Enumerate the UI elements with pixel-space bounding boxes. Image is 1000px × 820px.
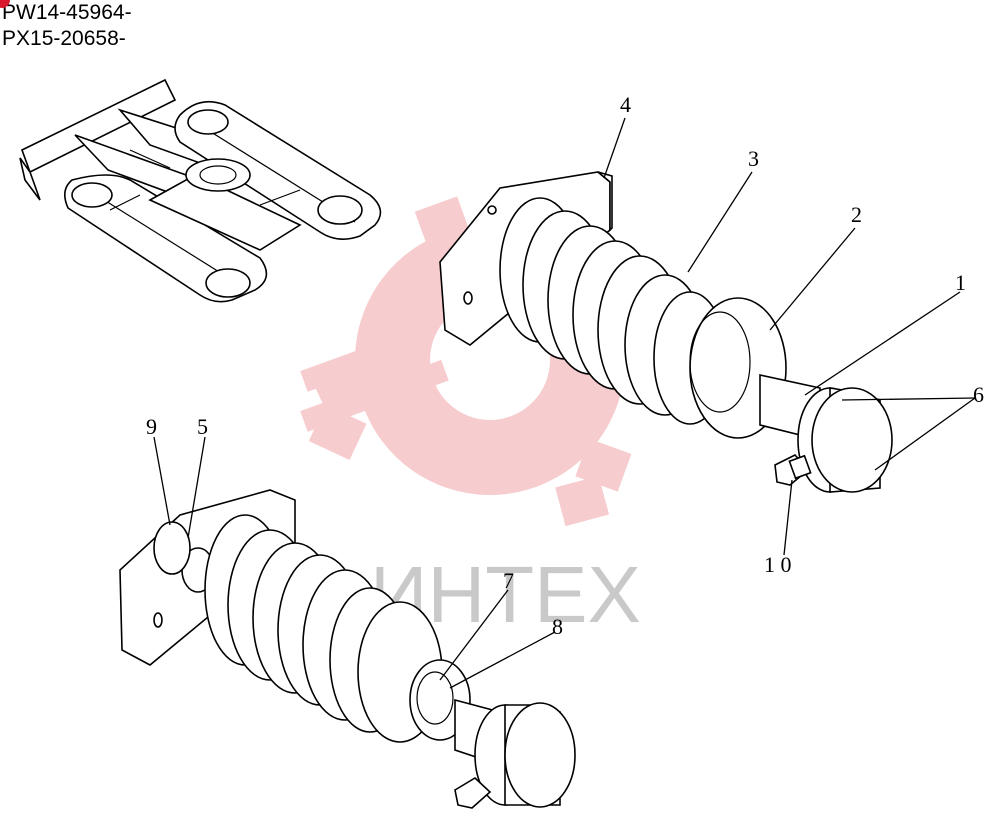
serial-number-1: PW14-45964- bbox=[2, 1, 132, 24]
callout-4: 4 bbox=[620, 92, 631, 117]
red-marker-icon bbox=[0, 0, 10, 8]
serial-number-2: PX15-20658- bbox=[2, 27, 126, 50]
callout-5: 5 bbox=[197, 414, 208, 439]
callout-6: 6 bbox=[973, 382, 984, 407]
serial-number-block: PW14-45964- PX15-20658- bbox=[0, 0, 132, 52]
callout-9: 9 bbox=[146, 414, 157, 439]
callout-10: 1 0 bbox=[764, 552, 792, 577]
leader-lines bbox=[153, 117, 976, 689]
callout-7: 7 bbox=[503, 568, 514, 593]
callout-2: 2 bbox=[851, 202, 862, 227]
machine-overview-illustration bbox=[19, 78, 382, 303]
recoil-spring-assembly-lower bbox=[119, 489, 576, 809]
callout-3: 3 bbox=[748, 146, 759, 171]
callout-8: 8 bbox=[552, 614, 563, 639]
recoil-spring-assembly-upper bbox=[439, 171, 893, 493]
callout-1: 1 bbox=[955, 270, 966, 295]
